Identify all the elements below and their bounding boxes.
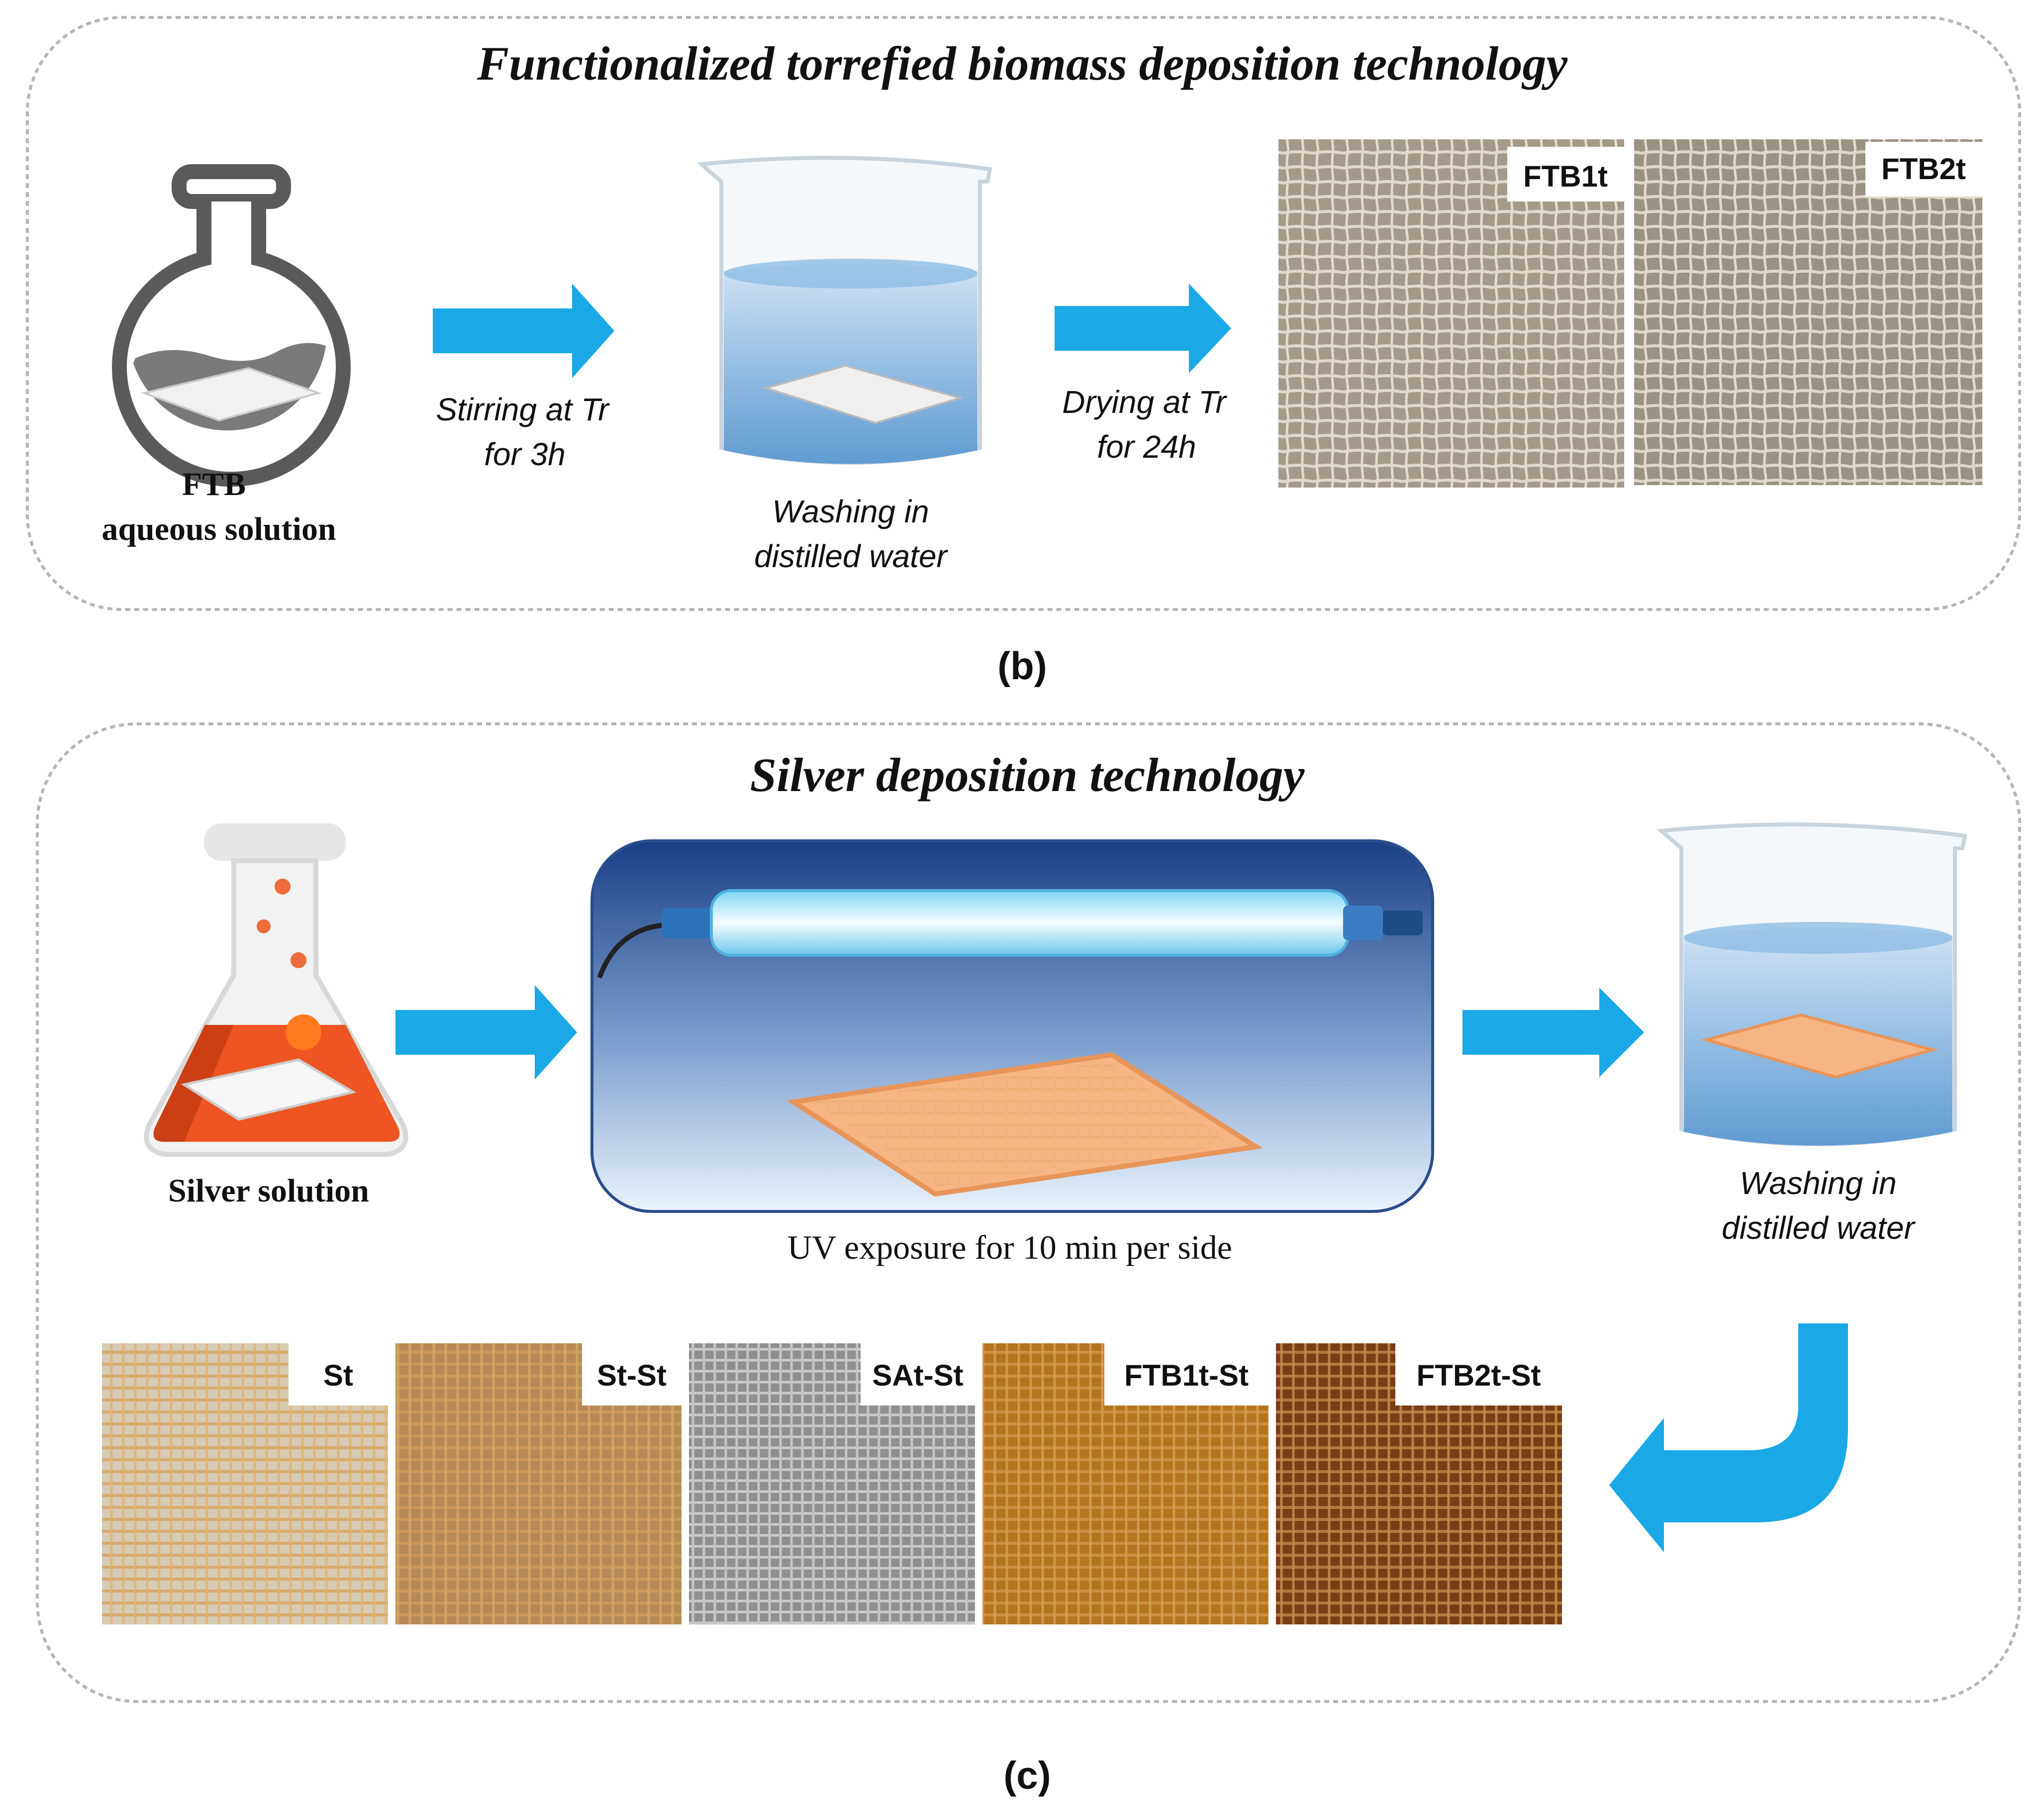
sample-photo-ftb2t-st: FTB2t-St: [1276, 1343, 1562, 1624]
panel-c-title: Silver deposition technology: [750, 748, 1305, 802]
panel-b-caption: (b): [997, 644, 1047, 688]
arrow-right-icon: [433, 284, 614, 378]
arrow-right-icon: [395, 985, 577, 1080]
arrow-right-icon: [1055, 284, 1231, 373]
uv-lamp-cap-left: [662, 908, 716, 938]
panel-b-title: Functionalized torrefied biomass deposit…: [477, 37, 1568, 90]
sample-label: FTB1t: [1523, 160, 1608, 193]
panel-b-border: [26, 16, 2021, 611]
sample-label: St: [323, 1359, 353, 1392]
sample-label: SAt-St: [872, 1359, 963, 1392]
beaker-icon: [696, 156, 992, 465]
sample-photo-sat-st: SAt-St: [689, 1343, 975, 1624]
panel-b-step1-line1: Stirring at Tr: [436, 392, 610, 427]
panel-c-caption: (c): [1003, 1753, 1051, 1797]
sample-photo-ftb2t: FTB2t: [1634, 139, 1982, 485]
panel-c-beaker-line2: distilled water: [1722, 1210, 1916, 1246]
sample-photo-st-st: St-St: [395, 1343, 681, 1624]
sample-label: St-St: [597, 1359, 667, 1392]
arrow-curved-icon: [1609, 1323, 1848, 1552]
sample-label-background: [289, 1343, 388, 1405]
sample-label-background: [1104, 1343, 1268, 1405]
panel-b-flask-label-line1: FTB: [182, 466, 246, 502]
panel-b-beaker-line1: Washing in: [772, 494, 929, 529]
panel-b-step1-line2: for 3h: [484, 436, 566, 472]
uv-chamber: [590, 839, 1434, 1213]
panel-c-beaker-line1: Washing in: [1740, 1165, 1896, 1201]
sample-photo-st: St: [102, 1343, 388, 1624]
erlenmeyer-flask-icon: [144, 823, 408, 1157]
sample-label-background: [1395, 1343, 1562, 1405]
beaker-icon: [1656, 822, 1967, 1146]
sample-label: FTB2t: [1881, 152, 1966, 186]
panel-c-sample-row: St St-St SAt-St FTB1t-St FTB2t-St: [102, 1343, 1562, 1624]
sample-label-background: [861, 1343, 975, 1405]
arrow-right-icon: [1462, 988, 1644, 1077]
round-flask-icon: [112, 164, 351, 487]
panel-b-flask-label-line2: aqueous solution: [101, 511, 336, 547]
sample-label: FTB1t-St: [1124, 1359, 1249, 1392]
panel-b-beaker-line2: distilled water: [754, 538, 948, 574]
panel-b-step2-line2: for 24h: [1097, 429, 1196, 465]
uv-lamp-cap-right: [1343, 905, 1383, 940]
panel-b-step2-line1: Drying at Tr: [1062, 384, 1227, 420]
panel-c-flask-label: Silver solution: [168, 1173, 369, 1209]
panel-c-uv-label: UV exposure for 10 min per side: [787, 1228, 1232, 1266]
sample-label-background: [582, 1343, 681, 1405]
uv-lamp-icon: [710, 889, 1350, 957]
panel-c-border: [36, 722, 2021, 1703]
sample-photo-ftb1t-st: FTB1t-St: [982, 1343, 1268, 1624]
sample-photo-ftb1t: FTB1t: [1278, 139, 1624, 488]
sample-label: FTB2t-St: [1417, 1359, 1541, 1392]
